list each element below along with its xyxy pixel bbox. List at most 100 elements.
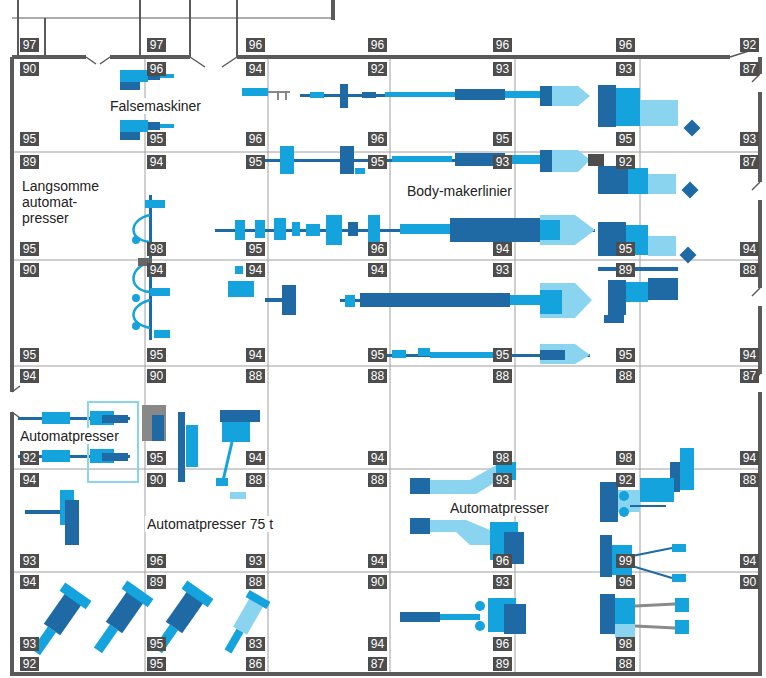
noise-level: 88 <box>493 369 512 383</box>
noise-level: 92 <box>740 38 759 52</box>
noise-level: 95 <box>147 637 166 651</box>
noise-level: 93 <box>493 62 512 76</box>
noise-level: 90 <box>20 263 39 277</box>
noise-level: 93 <box>493 575 512 589</box>
noise-level: 98 <box>616 451 635 465</box>
noise-level: 95 <box>147 348 166 362</box>
noise-level: 88 <box>616 369 635 383</box>
noise-level: 95 <box>246 155 265 169</box>
noise-level: 87 <box>740 62 759 76</box>
noise-level: 94 <box>740 554 759 568</box>
noise-level: 97 <box>20 38 39 52</box>
noise-level: 88 <box>246 369 265 383</box>
noise-level: 86 <box>246 657 265 671</box>
noise-level: 89 <box>616 263 635 277</box>
noise-level: 94 <box>368 637 387 651</box>
area-label: Automatpresser <box>448 500 551 516</box>
noise-level: 94 <box>246 62 265 76</box>
noise-level: 92 <box>616 155 635 169</box>
noise-level: 95 <box>368 348 387 362</box>
noise-level: 99 <box>616 554 635 568</box>
noise-level: 89 <box>20 155 39 169</box>
noise-level: 96 <box>147 554 166 568</box>
noise-level: 94 <box>246 263 265 277</box>
noise-level: 90 <box>147 473 166 487</box>
noise-level: 88 <box>616 657 635 671</box>
noise-level: 93 <box>20 637 39 651</box>
noise-level: 98 <box>493 451 512 465</box>
noise-level: 94 <box>147 263 166 277</box>
noise-level: 88 <box>368 473 387 487</box>
noise-level: 90 <box>147 369 166 383</box>
noise-level: 92 <box>616 473 635 487</box>
noise-level: 96 <box>493 38 512 52</box>
noise-level: 95 <box>20 132 39 146</box>
noise-level: 88 <box>246 575 265 589</box>
noise-level: 90 <box>20 62 39 76</box>
area-label: Automatpresser 75 t <box>145 516 275 532</box>
noise-level: 92 <box>20 657 39 671</box>
noise-level: 88 <box>740 263 759 277</box>
area-label: Langsomme automat- presser <box>20 178 112 226</box>
noise-level: 95 <box>246 242 265 256</box>
noise-level: 94 <box>368 451 387 465</box>
noise-level: 94 <box>246 348 265 362</box>
area-label: Automatpresser <box>18 428 121 444</box>
noise-level: 95 <box>147 132 166 146</box>
noise-level: 94 <box>246 451 265 465</box>
noise-level: 83 <box>246 637 265 651</box>
noise-level: 95 <box>147 451 166 465</box>
noise-level: 95 <box>20 242 39 256</box>
noise-level: 98 <box>147 242 166 256</box>
noise-level: 96 <box>368 242 387 256</box>
noise-level: 94 <box>493 242 512 256</box>
noise-level: 93 <box>493 473 512 487</box>
noise-level: 93 <box>493 155 512 169</box>
noise-level: 94 <box>740 451 759 465</box>
noise-level: 96 <box>368 38 387 52</box>
noise-level: 88 <box>368 369 387 383</box>
noise-level: 95 <box>616 242 635 256</box>
noise-level: 95 <box>368 155 387 169</box>
noise-level: 95 <box>616 132 635 146</box>
noise-level: 96 <box>616 575 635 589</box>
noise-level: 89 <box>147 575 166 589</box>
noise-level: 94 <box>20 575 39 589</box>
noise-level: 95 <box>493 132 512 146</box>
noise-level: 95 <box>20 348 39 362</box>
noise-level: 93 <box>20 554 39 568</box>
noise-level: 96 <box>616 38 635 52</box>
noise-level: 94 <box>740 348 759 362</box>
noise-level: 89 <box>493 657 512 671</box>
noise-level: 87 <box>740 369 759 383</box>
noise-level: 92 <box>368 62 387 76</box>
noise-level: 94 <box>368 263 387 277</box>
noise-level: 93 <box>246 554 265 568</box>
noise-level: 96 <box>246 38 265 52</box>
noise-level: 96 <box>147 62 166 76</box>
noise-level: 93 <box>740 132 759 146</box>
noise-level: 96 <box>368 132 387 146</box>
noise-level: 94 <box>740 242 759 256</box>
noise-level: 95 <box>493 348 512 362</box>
noise-level: 88 <box>740 473 759 487</box>
noise-level: 93 <box>493 263 512 277</box>
noise-level: 94 <box>20 369 39 383</box>
noise-level: 90 <box>740 575 759 589</box>
noise-level: 94 <box>147 155 166 169</box>
noise-level: 94 <box>20 473 39 487</box>
noise-level: 87 <box>368 657 387 671</box>
noise-level: 95 <box>616 348 635 362</box>
noise-level: 87 <box>740 155 759 169</box>
noise-level: 92 <box>20 451 39 465</box>
area-label: Body-makerlinier <box>405 183 514 199</box>
noise-level: 94 <box>368 554 387 568</box>
noise-level: 88 <box>246 473 265 487</box>
noise-level: 97 <box>147 38 166 52</box>
noise-level: 95 <box>147 657 166 671</box>
noise-level: 90 <box>368 575 387 589</box>
noise-level: 96 <box>493 554 512 568</box>
noise-level: 96 <box>493 637 512 651</box>
noise-level: 98 <box>616 637 635 651</box>
